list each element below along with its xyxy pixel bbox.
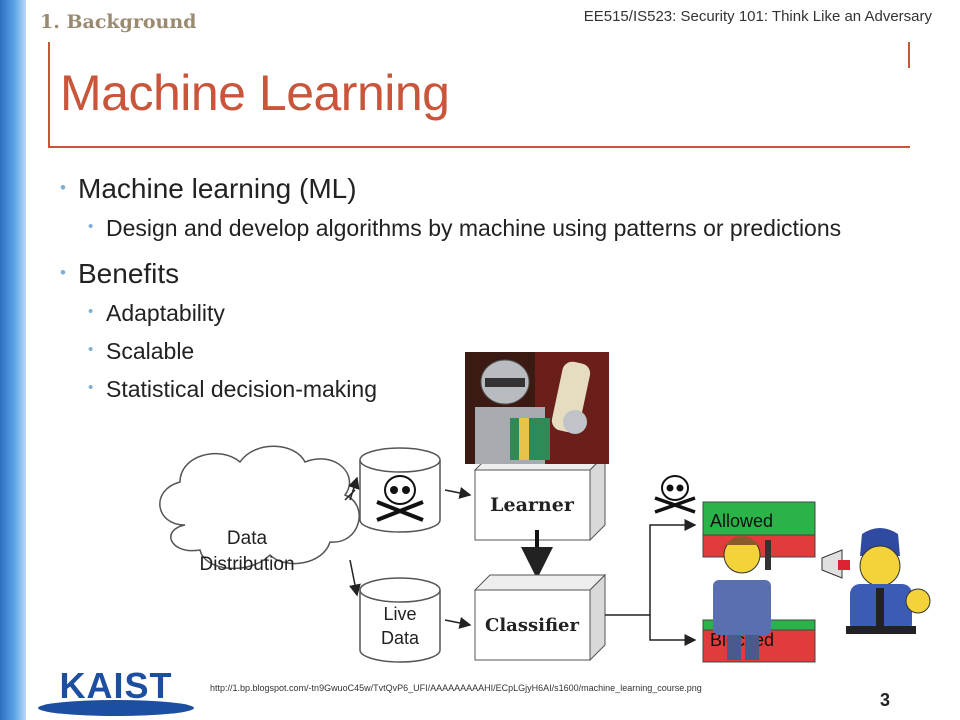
bullet-list: Machine learning (ML) Design and develop… — [58, 172, 858, 405]
sub-bullet-statistical: Statistical decision-making — [58, 375, 858, 405]
bullet-ml: Machine learning (ML) — [58, 172, 858, 206]
training-database — [359, 447, 441, 533]
learner-box: Learner — [473, 453, 607, 542]
data-distribution-cloud: Data Distribution — [159, 445, 360, 575]
sub-bullet-scalable: Scalable — [58, 337, 858, 367]
course-title: EE515/IS523: Security 101: Think Like an… — [583, 8, 932, 25]
classifier-label: Classifier — [485, 615, 579, 636]
image-source-url: http://1.bp.blogspot.com/-tn9GwuoC45w/Tv… — [210, 683, 702, 693]
section-label: 1. Background — [40, 11, 197, 33]
left-accent-bar — [0, 0, 26, 720]
cartoon-character-icon — [713, 536, 771, 660]
allowed-label: Allowed — [710, 511, 773, 531]
sub-bullet-design: Design and develop algorithms by machine… — [58, 214, 858, 244]
skull-icon-output — [654, 475, 696, 514]
sub-bullet-adaptability: Adaptability — [58, 299, 858, 329]
title-frame-tick — [908, 42, 910, 68]
title-frame — [48, 42, 910, 148]
cloud-label-line1: Data — [227, 528, 268, 549]
ml-pipeline-diagram: Data Distribution Live Data Learner — [159, 445, 816, 663]
skull-icon — [376, 475, 424, 522]
logo-text: KAIST — [60, 665, 173, 706]
cloud-label-line2: Distribution — [199, 554, 294, 575]
learner-label: Learner — [490, 494, 575, 516]
classifier-box: Classifier — [473, 573, 607, 662]
slide-title: Machine Learning — [60, 65, 450, 121]
bullet-benefits: Benefits — [58, 257, 858, 291]
kaist-logo: KAIST — [38, 665, 194, 716]
robot-image — [465, 352, 609, 464]
page-number: 3 — [880, 690, 891, 710]
live-data-line1: Live — [383, 604, 416, 624]
live-data-line2: Data — [381, 628, 420, 648]
live-data-database: Live Data — [359, 577, 441, 663]
police-cartoon-image — [821, 528, 931, 634]
